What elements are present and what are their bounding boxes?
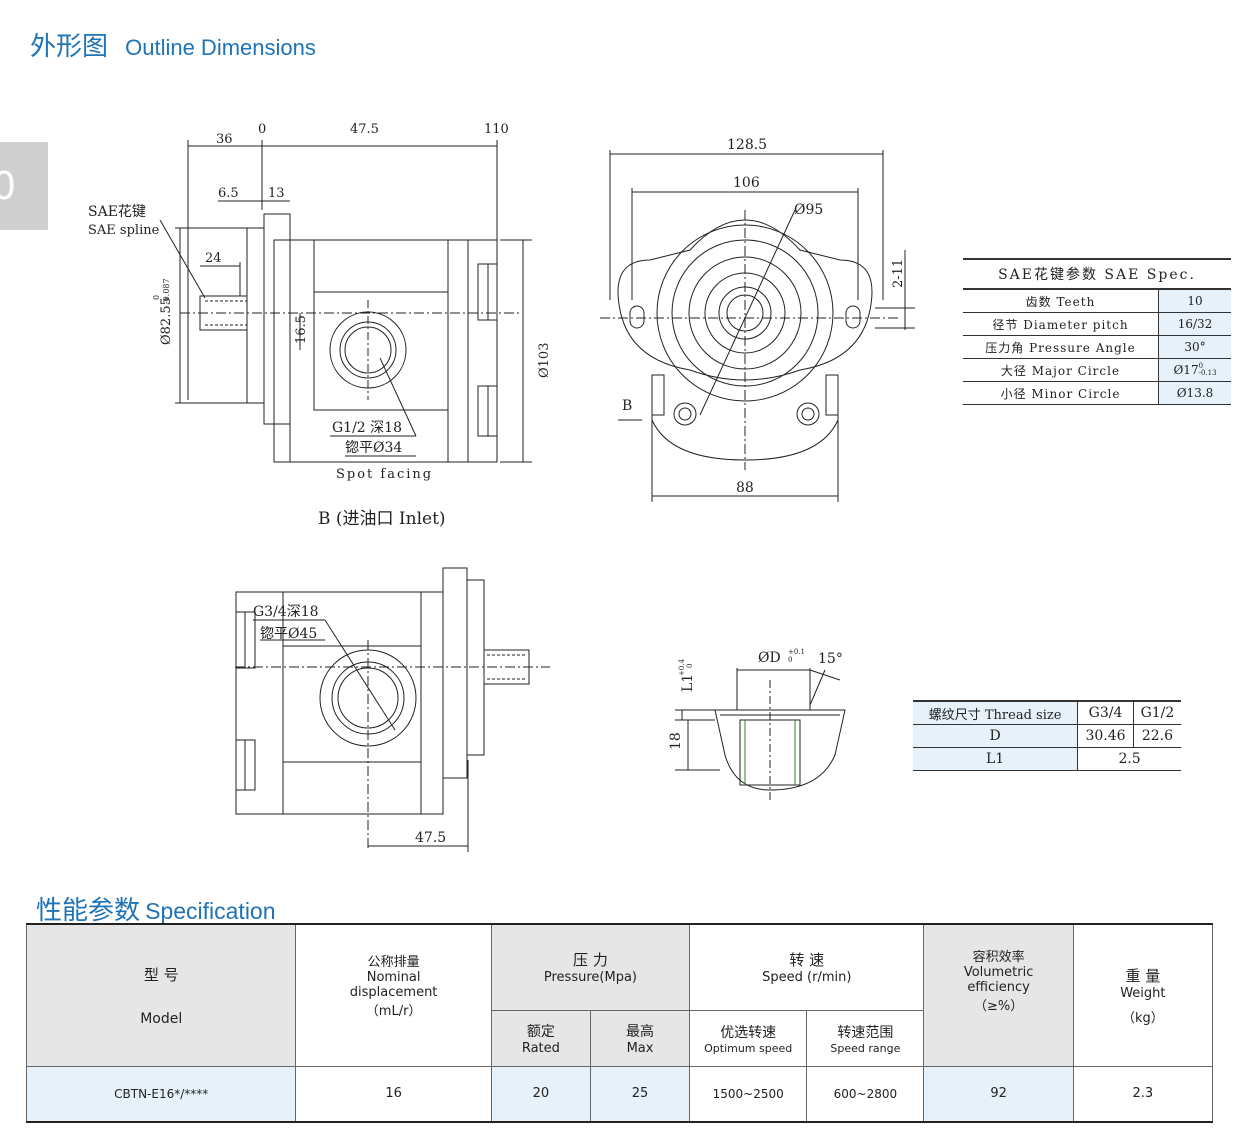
cell-optimum: 1500~2500 — [689, 1065, 808, 1123]
thread-d-label: ØD — [758, 650, 781, 666]
port-spot-inlet: 锪平Ø34 — [345, 440, 402, 456]
col-pressure: 压 力 Pressure(Mpa) — [490, 923, 691, 1011]
col-max: 最高 Max — [589, 1010, 691, 1066]
page-title-en: Outline Dimensions — [125, 35, 316, 60]
dim-128-5: 128.5 — [727, 137, 767, 153]
sae-spec-header: SAE花键参数 SAE Spec. — [963, 258, 1231, 290]
side-view-drawing: 36 0 47.5 110 6.5 13 24 SAE花键 SAE spline… — [88, 122, 552, 529]
spec-table: 型 号 Model 公称排量 Nominal displacement （mL/… — [25, 923, 1214, 1123]
thread-table-header-size: 螺纹尺寸 Thread size — [913, 700, 1078, 725]
dim-6-5: 6.5 — [218, 186, 239, 201]
thread-table-row-d: D 30.46 22.6 — [913, 724, 1181, 748]
port-label-inlet: G1/2 深18 — [332, 420, 402, 436]
dim-0: 0 — [258, 122, 266, 137]
side-tab-marker: 0 — [0, 142, 48, 230]
dim-13: 13 — [268, 186, 285, 201]
spec-title-cn: 性能参数 — [36, 896, 141, 926]
thread-l1-tol-upper: +0.4 — [678, 658, 686, 676]
cell-rated: 20 — [490, 1065, 591, 1123]
cell-model: CBTN-E16*/**** — [25, 1065, 297, 1123]
thread-table-header-g12: G1/2 — [1132, 700, 1181, 725]
dim-24: 24 — [205, 251, 222, 266]
thread-angle: 15° — [818, 651, 843, 667]
col-model: 型 号 Model — [25, 923, 297, 1066]
page-title-cn: 外形图 — [30, 32, 109, 62]
dim-110: 110 — [484, 122, 509, 137]
view-caption-b: B (进油口 Inlet) — [318, 509, 446, 529]
thread-d-tol-lower: 0 — [788, 656, 792, 664]
col-displacement: 公称排量 Nominal displacement （mL/r） — [295, 923, 492, 1066]
dim-95: Ø95 — [794, 202, 823, 218]
cell-efficiency: 92 — [923, 1065, 1074, 1123]
cell-displacement: 16 — [295, 1065, 492, 1123]
col-weight: 重 量 Weight （kg） — [1072, 923, 1214, 1066]
thread-size-table: 螺纹尺寸 Thread size G3/4 G1/2 D 30.46 22.6 … — [913, 700, 1181, 771]
table-row: CBTN-E16*/**** 16 20 25 1500~2500 600~28… — [25, 1065, 1214, 1123]
dim-shaft-dia: Ø82.55 — [159, 297, 174, 345]
front-view-drawing: 128.5 106 Ø95 88 B 2-11 — [600, 137, 915, 502]
col-range: 转速范围 Speed range — [806, 1010, 925, 1066]
port-label-outlet: G3/4深18 — [253, 604, 319, 620]
thread-table-row-l1: L1 2.5 — [913, 747, 1181, 771]
dim-103: Ø103 — [537, 343, 552, 378]
side-tab-char: 0 — [0, 164, 17, 208]
dim-shaft-tol-upper: 0 — [152, 295, 161, 300]
thread-l1-label: L1 — [680, 674, 696, 692]
spec-section-title: 性能参数 Specification — [36, 890, 276, 927]
spec-title-en: Specification — [145, 898, 276, 924]
dim-106: 106 — [733, 175, 760, 191]
col-efficiency: 容积效率 Volumetric efficiency （≥%） — [923, 923, 1074, 1066]
thread-detail-drawing: ØD +0.1 0 15° L1 +0.4 0 18 — [668, 648, 846, 800]
spot-facing-label: Spot facing — [336, 467, 433, 482]
arrow-b-label: B — [622, 398, 632, 414]
thread-l1-tol-lower: 0 — [686, 664, 694, 668]
thread-table-header-g34: G3/4 — [1077, 700, 1134, 725]
dim-88: 88 — [736, 480, 754, 496]
dim-16-5: 16.5 — [294, 315, 309, 344]
cell-weight: 2.3 — [1072, 1065, 1214, 1123]
cell-max: 25 — [589, 1065, 691, 1123]
col-rated: 额定 Rated — [490, 1010, 591, 1066]
back-view-drawing: G3/4深18 锪平Ø45 47.5 — [235, 567, 550, 852]
dim-47-5-bottom: 47.5 — [415, 830, 446, 846]
col-speed: 转 速 Speed (r/min) — [689, 923, 925, 1011]
page-title: 外形图 Outline Dimensions — [30, 26, 316, 63]
dim-47-5-top: 47.5 — [350, 122, 379, 137]
cell-range: 600~2800 — [806, 1065, 925, 1123]
thread-depth: 18 — [668, 732, 684, 750]
dim-36: 36 — [216, 132, 233, 147]
port-spot-outlet: 锪平Ø45 — [260, 626, 317, 642]
spline-label-cn: SAE花键 — [88, 204, 146, 220]
spline-label-en: SAE spline — [88, 223, 160, 238]
col-optimum: 优选转速 Optimum speed — [689, 1010, 808, 1066]
thread-d-tol-upper: +0.1 — [788, 648, 805, 656]
dim-shaft-tol-lower: -0.087 — [162, 278, 171, 304]
dim-2-11: 2-11 — [891, 259, 906, 288]
